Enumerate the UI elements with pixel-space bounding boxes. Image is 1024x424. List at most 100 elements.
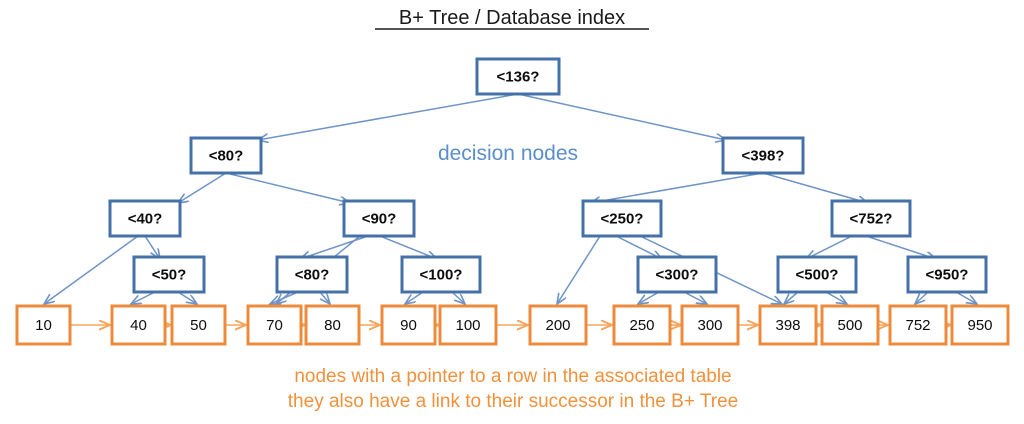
tree-edge <box>258 93 519 140</box>
decision-node-n752[interactable]: <752? <box>830 199 912 238</box>
leaf-node-l100[interactable]: 100 <box>438 304 498 346</box>
leaf-node-l50[interactable]: 50 <box>170 304 227 346</box>
leaf-node-box <box>438 304 498 346</box>
decision-node-box <box>581 199 663 238</box>
leaf-node-l752[interactable]: 752 <box>888 304 948 346</box>
leaf-node-l300[interactable]: 300 <box>680 304 740 346</box>
decision-node-n950[interactable]: <950? <box>906 255 988 294</box>
decision-node-n80b[interactable]: <80? <box>275 255 349 294</box>
leaf-node-l90[interactable]: 90 <box>380 304 437 346</box>
tree-edge <box>865 235 936 259</box>
leaf-node-label: 100 <box>455 317 480 334</box>
decision-node-n398[interactable]: <398? <box>721 136 805 175</box>
leaf-node-box <box>888 304 948 346</box>
leaf-node-box <box>820 304 880 346</box>
leaf-node-l10[interactable]: 10 <box>15 304 72 346</box>
decision-node-box <box>342 199 416 238</box>
leaf-node-label: 250 <box>629 317 654 334</box>
tree-edge <box>915 291 929 304</box>
decision-node-n250[interactable]: <250? <box>581 199 663 238</box>
leaf-node-box <box>612 304 672 346</box>
decision-node-label: <90? <box>362 210 397 227</box>
decision-node-n50[interactable]: <50? <box>132 255 206 294</box>
leaf-node-l398[interactable]: 398 <box>758 304 818 346</box>
leaf-node-label: 90 <box>400 317 417 334</box>
decision-node-label: <300? <box>656 266 699 283</box>
decision-node-label: <50? <box>152 266 187 283</box>
leaf-node-l500[interactable]: 500 <box>820 304 880 346</box>
tree-edge <box>178 172 227 203</box>
leaf-node-l950[interactable]: 950 <box>950 304 1010 346</box>
leaf-node-box <box>15 304 72 346</box>
tree-edge <box>806 235 853 259</box>
leaf-node-l200[interactable]: 200 <box>528 304 588 346</box>
tree-edge <box>319 291 330 304</box>
tree-edge <box>517 93 726 140</box>
leaf-node-label: 500 <box>837 317 862 334</box>
decision-node-n40[interactable]: <40? <box>108 199 182 238</box>
decision-node-label: <80? <box>209 147 244 164</box>
tree-edge <box>784 291 799 304</box>
leaf-node-box <box>950 304 1010 346</box>
tree-edge <box>451 291 465 304</box>
decision-node-n300[interactable]: <300? <box>636 255 718 294</box>
decision-node-label: <500? <box>796 266 839 283</box>
decision-node-box <box>132 255 206 294</box>
tree-edge <box>557 235 601 304</box>
decision-node-label: <136? <box>497 68 540 85</box>
decision-node-label: <398? <box>742 147 785 164</box>
leaf-node-box <box>246 304 303 346</box>
leaf-node-box <box>110 304 167 346</box>
decision-node-label: <752? <box>850 210 893 227</box>
decision-node-label: <40? <box>128 210 163 227</box>
leaf-node-box <box>680 304 740 346</box>
tree-edge <box>405 291 424 304</box>
tree-edge <box>762 172 868 203</box>
tree-edge <box>683 291 707 304</box>
leaf-node-l80[interactable]: 80 <box>304 304 361 346</box>
leaf-node-l70[interactable]: 70 <box>246 304 303 346</box>
decision-node-n80[interactable]: <80? <box>189 136 263 175</box>
tree-edge <box>638 291 660 304</box>
tree-edge <box>131 291 156 304</box>
decision-node-box <box>830 199 912 238</box>
page-title: B+ Tree / Database index <box>399 7 625 29</box>
leaf-node-label: 50 <box>190 317 207 334</box>
decision-node-box <box>906 255 988 294</box>
leaf-node-label: 950 <box>967 317 992 334</box>
decision-node-label: <100? <box>420 266 463 283</box>
decision-node-box <box>189 136 263 175</box>
decision-node-n100[interactable]: <100? <box>400 255 482 294</box>
leaf-node-box <box>170 304 227 346</box>
leaf-node-box <box>528 304 588 346</box>
leaf-node-box <box>304 304 361 346</box>
leaf-node-label: 40 <box>130 317 147 334</box>
leaf-node-label: 300 <box>697 317 722 334</box>
decision-node-box <box>400 255 482 294</box>
tree-edge <box>825 291 847 304</box>
leaf-node-label: 10 <box>35 317 52 334</box>
decision-node-label: <250? <box>601 210 644 227</box>
tree-edge <box>955 291 977 304</box>
decision-node-n90[interactable]: <90? <box>342 199 416 238</box>
decision-node-n136[interactable]: <136? <box>475 57 561 96</box>
tree-edge <box>590 172 764 203</box>
leaf-node-l250[interactable]: 250 <box>612 304 672 346</box>
leaf-annotation-line1: nodes with a pointer to a row in the ass… <box>294 366 731 387</box>
decision-node-n500[interactable]: <500? <box>776 255 858 294</box>
decision-node-label: <950? <box>926 266 969 283</box>
decision-node-box <box>108 199 182 238</box>
leaf-node-label: 200 <box>545 317 570 334</box>
leaf-node-box <box>380 304 437 346</box>
tree-edge <box>615 235 662 259</box>
leaf-node-label: 752 <box>905 317 930 334</box>
decision-node-box <box>721 136 805 175</box>
leaf-node-label: 398 <box>775 317 800 334</box>
decision-nodes-group: <136? <80? <398? <40? <90? <250? <752? <50? <80?… <box>108 57 988 294</box>
decision-nodes-annotation: decision nodes <box>438 142 578 165</box>
leaf-node-l40[interactable]: 40 <box>110 304 167 346</box>
tree-edge <box>225 172 350 203</box>
decision-node-box <box>776 255 858 294</box>
